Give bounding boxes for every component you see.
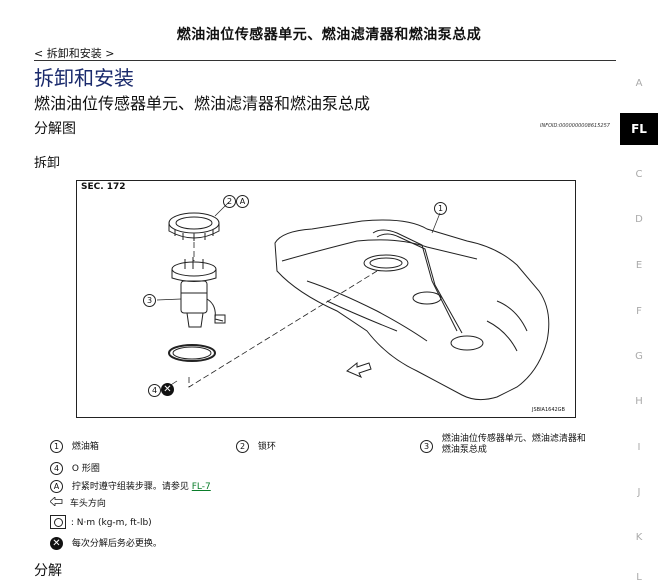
callout-4: 4 — [148, 384, 161, 397]
exploded-view-figure: SEC. 172 — [76, 180, 576, 418]
fl-7-link[interactable]: FL-7 — [191, 482, 211, 492]
legend-front-arrow: 车头方向 — [49, 496, 106, 510]
legend-text-3a: 燃油油位传感器单元、燃油滤清器和 — [441, 434, 586, 444]
component-title: 燃油油位传感器单元、燃油滤清器和燃油泵总成 — [34, 94, 371, 113]
callout-1: 1 — [434, 202, 447, 215]
side-tab-FL[interactable]: FL — [620, 113, 658, 145]
sec-label: SEC. 172 — [81, 182, 126, 192]
footer-subsection: 分解 — [34, 563, 62, 579]
legend-text-3b: 燃油泵总成 — [441, 445, 487, 455]
side-tab-C[interactable]: C — [635, 169, 643, 180]
breadcrumb[interactable]: < 拆卸和安装 > — [34, 47, 115, 60]
side-tab-I[interactable]: I — [637, 442, 641, 453]
side-tab-J[interactable]: J — [637, 487, 641, 498]
legend-text-1: 燃油箱 — [71, 442, 99, 452]
legend-item-3: 3 燃油油位传感器单元、燃油滤清器和 燃油泵总成 — [420, 434, 586, 456]
legend-text-2: 锁环 — [257, 442, 276, 452]
info-id: INFOID:0000000008615257 — [540, 123, 610, 129]
legend-item-4: 4 O 形圈 — [50, 462, 100, 475]
side-tab-G[interactable]: G — [635, 351, 643, 362]
replace-icon: ✕ — [161, 383, 174, 396]
page-header-title: 燃油油位传感器单元、燃油滤清器和燃油泵总成 — [176, 27, 482, 43]
side-tab-H[interactable]: H — [635, 396, 643, 407]
legend-num-3: 3 — [420, 440, 433, 453]
fuel-tank-drawing — [274, 219, 550, 401]
assembly-lines — [188, 233, 378, 388]
legend-num-4: 4 — [50, 462, 63, 475]
side-tab-L[interactable]: L — [636, 572, 642, 583]
legend-sym-A: A — [50, 480, 63, 493]
legend-replace: ✕ 每次分解后务必更换。 — [50, 537, 162, 550]
replace-legend-icon: ✕ — [50, 537, 63, 550]
callout-2: 2 — [223, 195, 236, 208]
figure-code: JSBIA1642GB — [531, 407, 565, 413]
callout-A: A — [236, 195, 249, 208]
subsection-title: 分解图 — [34, 121, 76, 137]
o-ring-drawing — [168, 344, 216, 362]
legend-text-replace: 每次分解后务必更换。 — [71, 539, 162, 549]
torque-icon — [50, 515, 66, 529]
section-title: 拆卸和安装 — [34, 66, 134, 90]
legend-text-4: O 形圈 — [71, 464, 100, 474]
legend-text-A: 拧紧时遵守组装步骤。请参见 — [71, 482, 192, 492]
side-tab-K[interactable]: K — [635, 532, 643, 543]
legend-item-2: 2 锁环 — [236, 440, 276, 453]
callout-3: 3 — [143, 294, 156, 307]
figure-drawing — [156, 201, 550, 401]
removal-heading: 拆卸 — [34, 156, 61, 171]
legend-item-1: 1 燃油箱 — [50, 440, 99, 453]
legend-item-A: A 拧紧时遵守组装步骤。请参见 FL-7 — [50, 480, 211, 493]
front-arrow-icon — [49, 496, 63, 510]
front-arrow-drawing — [346, 361, 372, 378]
side-tab-D[interactable]: D — [635, 214, 643, 225]
legend-num-1: 1 — [50, 440, 63, 453]
legend-text-torque: : N·m (kg-m, ft-lb) — [70, 517, 152, 528]
header-divider — [34, 60, 616, 61]
fuel-pump-drawing — [171, 257, 226, 328]
legend-num-2: 2 — [236, 440, 249, 453]
side-tab-F[interactable]: F — [636, 306, 642, 317]
legend-torque: : N·m (kg-m, ft-lb) — [50, 515, 152, 529]
side-tab-A[interactable]: A — [635, 78, 643, 89]
legend-text-arrow: 车头方向 — [69, 499, 106, 509]
side-tab-E[interactable]: E — [635, 260, 643, 271]
